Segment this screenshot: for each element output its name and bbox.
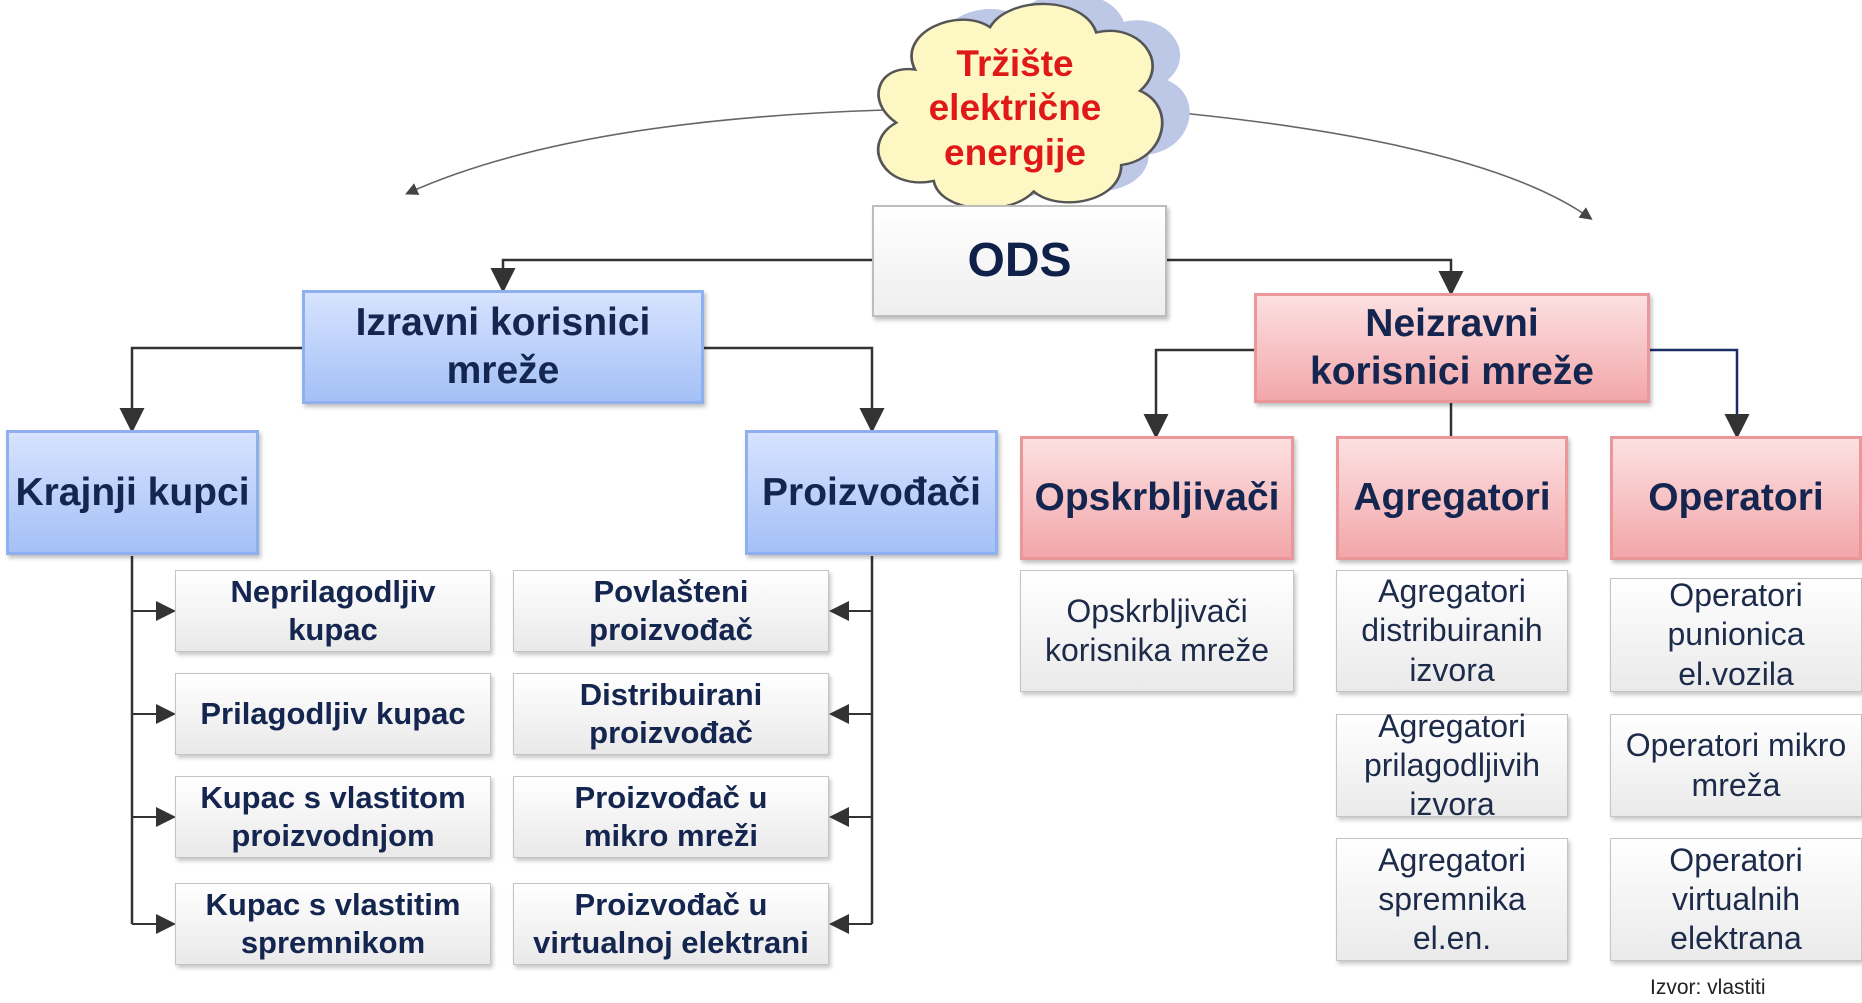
- direct-to-producers-line: [704, 346, 885, 433]
- list-item: Operatori virtualnih elektrana: [1610, 838, 1862, 961]
- operators-label: Operatori: [1648, 476, 1824, 520]
- list-item: Agregatori distribuiranih izvora: [1336, 570, 1568, 692]
- ods-to-indirect-line: [1167, 258, 1464, 296]
- suppliers-box: Opskrbljivači: [1020, 436, 1294, 560]
- indirect-users-label: Neizravni korisnici mreže: [1310, 302, 1594, 393]
- indirect-users-box: Neizravni korisnici mreže: [1254, 293, 1650, 403]
- list-item: Neprilagodljiv kupac: [175, 570, 491, 652]
- indirect-to-operators-line: [1650, 348, 1750, 439]
- producers-label: Proizvođači: [762, 470, 981, 514]
- end-customers-label: Krajnji kupci: [15, 470, 250, 514]
- list-item: Proizvođač u virtualnoj elektrani: [513, 883, 829, 965]
- list-item: Kupac s vlastitim spremnikom: [175, 883, 491, 965]
- ods-to-direct-line: [490, 258, 872, 293]
- operators-box: Operatori: [1610, 436, 1862, 560]
- list-item: Agregatori spremnika el.en.: [1336, 838, 1568, 961]
- list-item: Agregatori prilagodljivih izvora: [1336, 708, 1568, 822]
- list-item: Operatori punionica el.vozila: [1610, 577, 1862, 692]
- direct-to-end-customers-line: [119, 346, 302, 433]
- list-item: Opskrbljivači korisnika mreže: [1020, 570, 1294, 692]
- ods-label: ODS: [967, 233, 1072, 287]
- source-note: Izvor: vlastiti: [1650, 976, 1766, 999]
- direct-users-label: Izravni korisnici mreže: [355, 301, 651, 392]
- list-item: Prilagodljiv kupac: [175, 673, 491, 755]
- list-item: Distribuirani proizvođač: [513, 673, 829, 755]
- indirect-to-suppliers-line: [1143, 348, 1254, 439]
- list-item: Kupac s vlastitom proizvodnjom: [175, 776, 491, 858]
- direct-users-box: Izravni korisnici mreže: [302, 290, 704, 404]
- end-customers-box: Krajnji kupci: [6, 430, 259, 555]
- producers-box: Proizvođači: [745, 430, 998, 555]
- market-cloud-icon: [876, 0, 1190, 210]
- ods-box: ODS: [872, 205, 1167, 317]
- list-item: Povlašteni proizvođač: [513, 570, 829, 652]
- suppliers-label: Opskrbljivači: [1034, 476, 1280, 520]
- list-item: Operatori mikro mreža: [1610, 714, 1862, 817]
- market-label: Tržište električne energije: [928, 43, 1102, 173]
- list-item: Proizvođač u mikro mreži: [513, 776, 829, 858]
- aggregators-box: Agregatori: [1336, 436, 1568, 560]
- market-arrow-right: [1149, 109, 1593, 220]
- aggregators-label: Agregatori: [1353, 476, 1551, 520]
- market-arrow-left: [405, 109, 886, 195]
